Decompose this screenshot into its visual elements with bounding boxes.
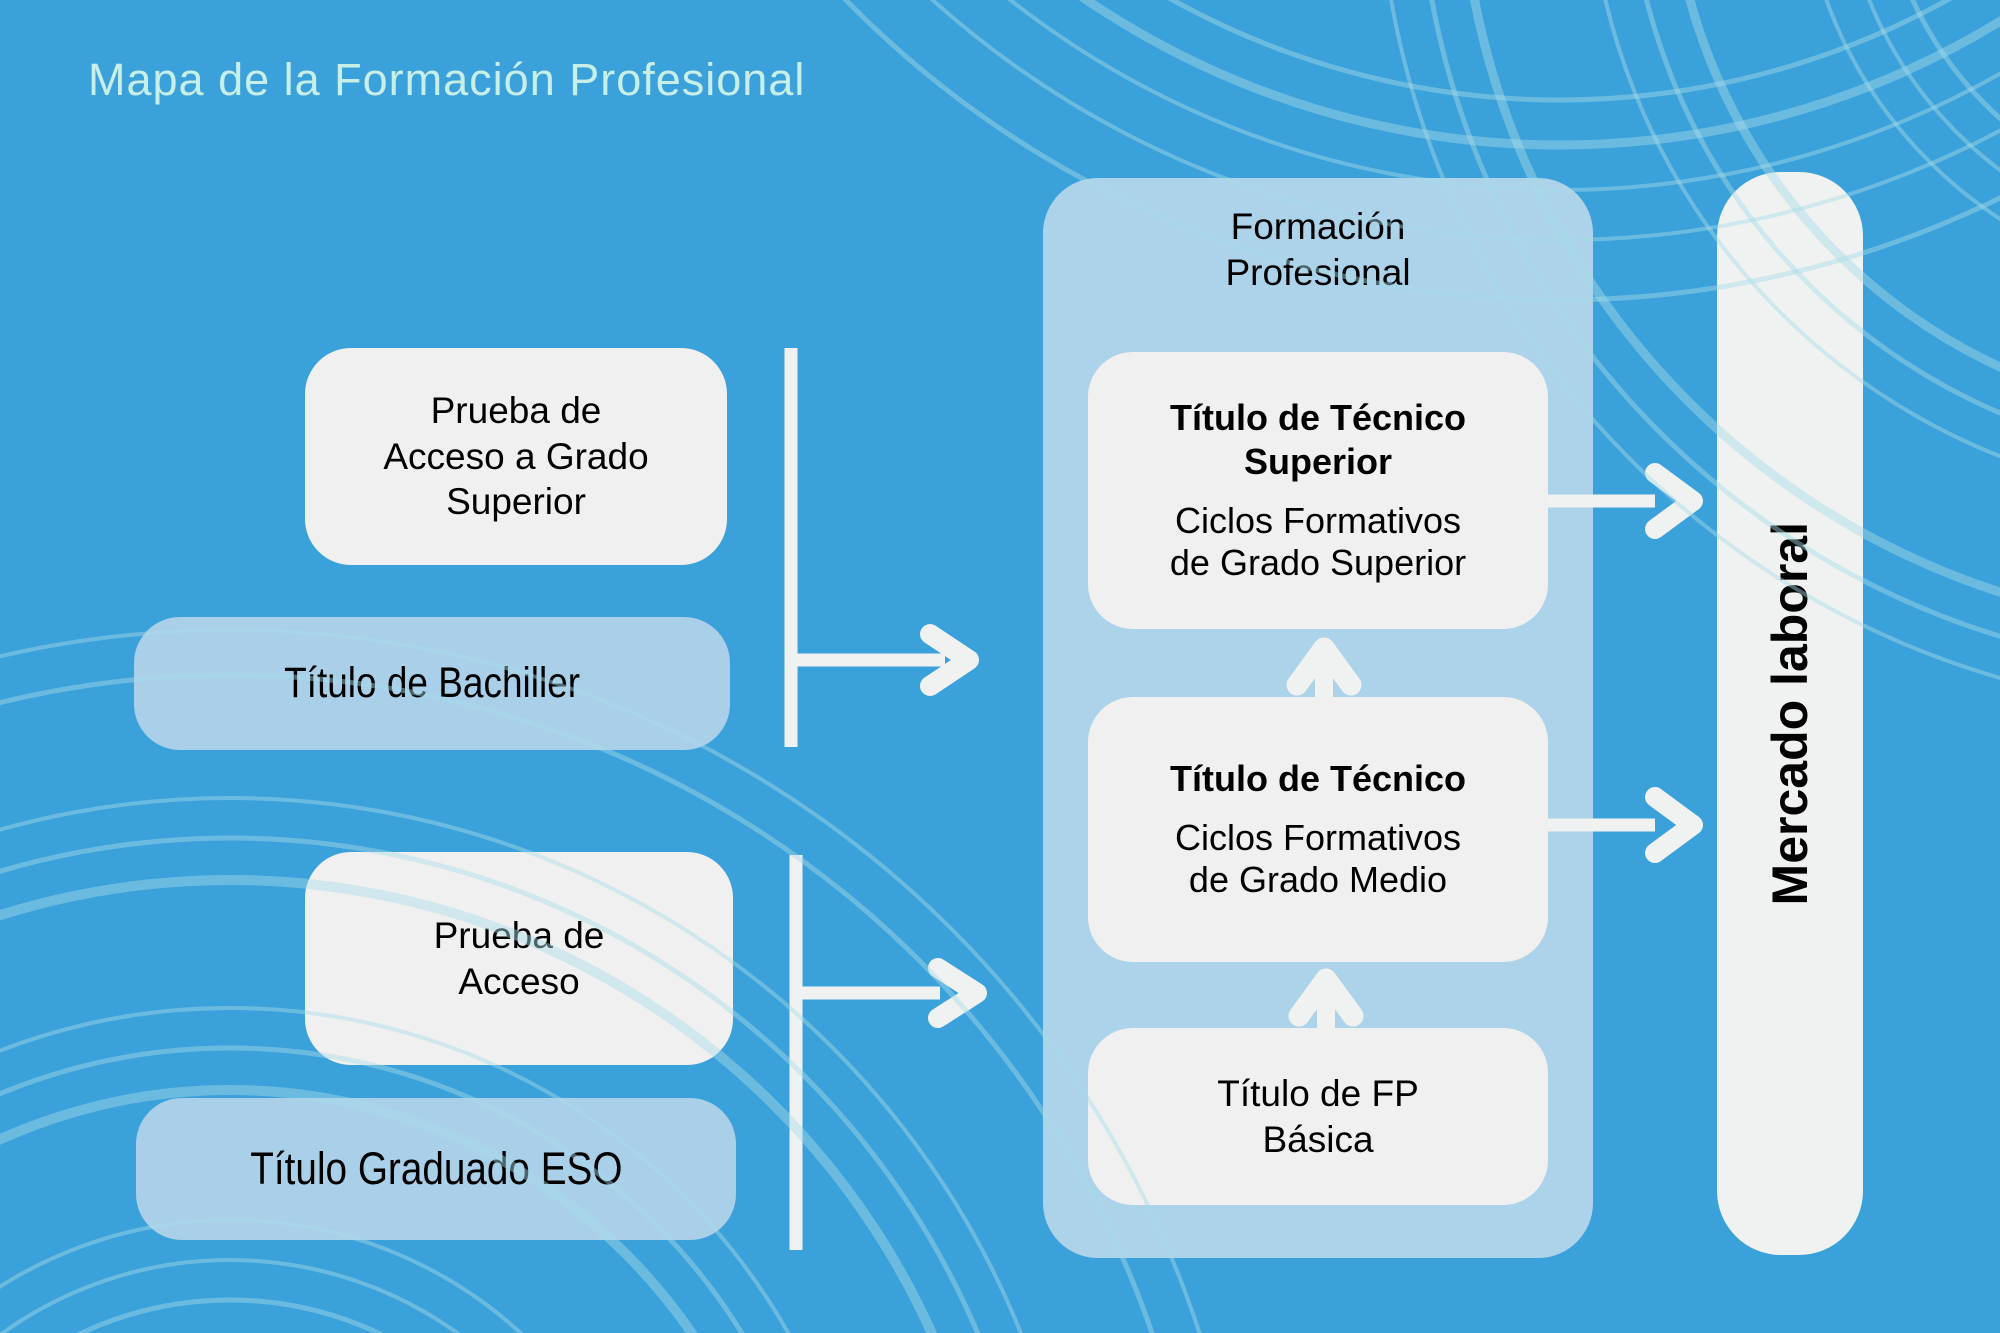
panel-title: Formación Profesional (1043, 204, 1593, 296)
text-line: Profesional (1225, 251, 1411, 293)
text-line: Título de Técnico (1169, 397, 1466, 439)
text-line: Título de FP (1217, 1073, 1419, 1115)
mercado-laboral-bar: Mercado laboral (1717, 172, 1863, 1255)
box-heading: Título de Técnico (1170, 757, 1466, 801)
prueba-acceso-box: Prueba de Acceso (305, 852, 733, 1065)
prueba-acceso-grado-superior-box: Prueba de Acceso a Grado Superior (305, 348, 727, 565)
text-line: Título de Bachiller (283, 658, 580, 707)
text-line: Formación (1230, 206, 1406, 247)
box-subtext: Ciclos Formativos de Grado Superior (1170, 500, 1466, 585)
text-line: Título de Técnico (1169, 758, 1466, 800)
text-line: Prueba de (433, 914, 605, 956)
text-line: Título Graduado ESO (249, 1143, 623, 1195)
text-line: de Grado Medio (1188, 859, 1448, 901)
box-heading: Título de Técnico Superior (1170, 396, 1466, 484)
arrow-right-icon (791, 624, 979, 696)
text-line: Acceso (458, 960, 580, 1002)
text-line: Básica (1262, 1118, 1374, 1160)
fp-basica-box: Título de FP Básica (1088, 1028, 1548, 1205)
titulo-bachiller-box: Título de Bachiller (134, 617, 730, 750)
text-line: Superior (1243, 441, 1392, 483)
text-line: Prueba de (430, 389, 602, 431)
text-line: Ciclos Formativos (1174, 499, 1462, 541)
text-line: Ciclos Formativos (1174, 816, 1462, 858)
formacion-profesional-panel: Formación Profesional Título de Técnico … (1043, 178, 1593, 1258)
page-title: Mapa de la Formación Profesional (88, 54, 806, 105)
titulo-graduado-eso-box: Título Graduado ESO (136, 1098, 736, 1240)
tecnico-superior-box: Título de Técnico Superior Ciclos Format… (1088, 352, 1548, 629)
text-line: Superior (446, 481, 586, 523)
tecnico-box: Título de Técnico Ciclos Formativos de G… (1088, 697, 1548, 962)
mercado-laboral-label: Mercado laboral (1762, 521, 1818, 906)
text-line: Acceso a Grado (383, 435, 649, 477)
text-line: de Grado Superior (1169, 542, 1467, 584)
arrow-right-icon (796, 958, 987, 1028)
box-subtext: Ciclos Formativos de Grado Medio (1175, 817, 1461, 902)
